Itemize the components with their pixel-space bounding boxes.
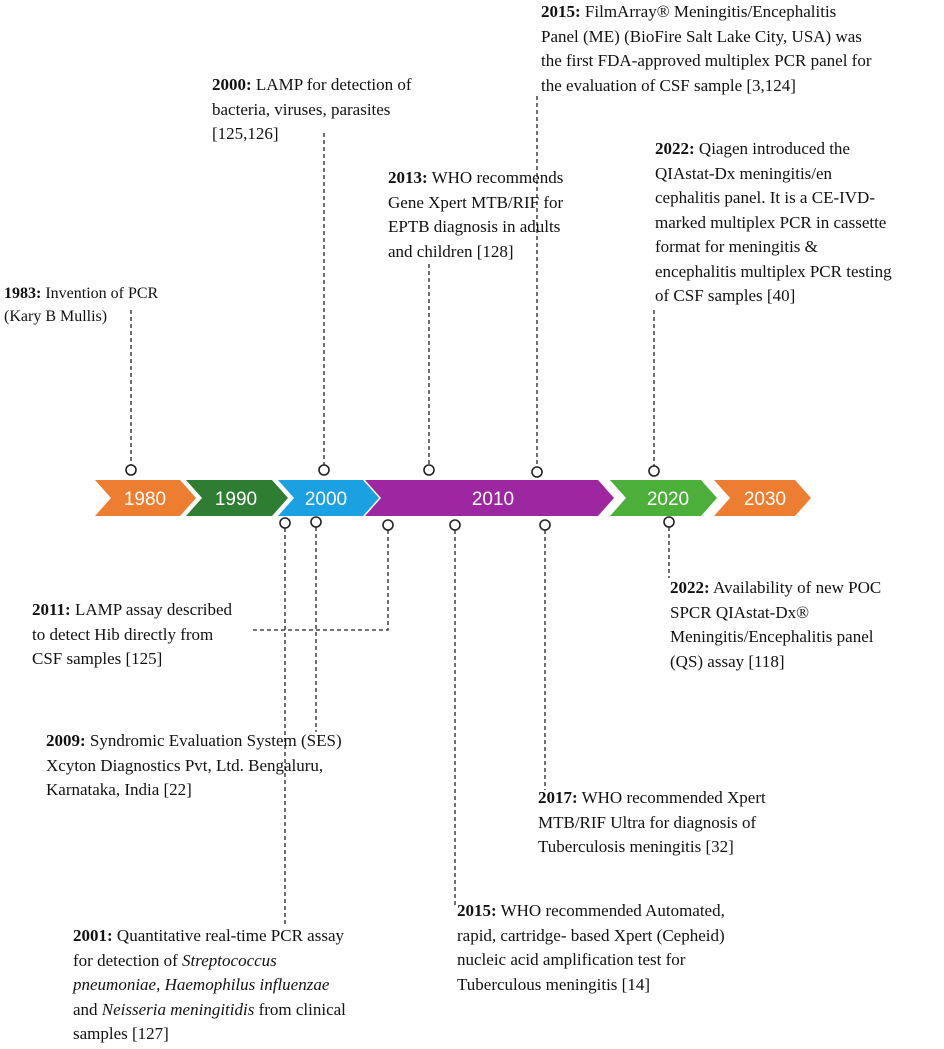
event-2001-sep: , bbox=[156, 975, 165, 994]
event-2001-line5: samples [127] bbox=[73, 1024, 169, 1043]
segment-2020-label: 2020 bbox=[647, 489, 689, 510]
segment-1990 bbox=[186, 480, 288, 516]
event-1983: 1983: Invention of PCR (Kary B Mullis) bbox=[4, 282, 158, 328]
segment-2020 bbox=[610, 480, 717, 516]
connectors-above bbox=[125, 96, 660, 478]
marker-2022b bbox=[663, 516, 675, 528]
event-2015a-line4: the evaluation of CSF sample [3,124] bbox=[541, 75, 796, 95]
event-2022a-line6: encephalitis multiplex PCR testing bbox=[655, 261, 892, 281]
event-1983-line1: Invention of PCR bbox=[41, 285, 159, 302]
segment-2000 bbox=[278, 480, 379, 516]
event-1983-year: 1983: bbox=[4, 285, 42, 302]
event-2015-xpert: 2015: WHO recommended Automated, rapid, … bbox=[457, 899, 725, 997]
event-2011-line3: CSF samples [125] bbox=[32, 649, 163, 668]
marker-2009 bbox=[310, 516, 322, 528]
event-2001-organism-1b: pneumoniae bbox=[73, 975, 157, 994]
event-2017-line3: Tuberculosis meningitis [32] bbox=[538, 837, 734, 856]
event-2009-line1: Syndromic Evaluation System (SES) bbox=[85, 731, 342, 750]
event-2022a-line3: cephalitis panel. It is a CE-IVD- bbox=[655, 188, 875, 207]
timeline-arrow: 1980 1990 2000 2010 2020 2030 bbox=[95, 480, 811, 516]
event-2011-line1: LAMP assay described bbox=[70, 600, 233, 619]
event-2009-year: 2009: bbox=[46, 731, 86, 750]
connectors-below bbox=[252, 516, 675, 925]
event-2015b-line4: Tuberculous meningitis [14] bbox=[457, 974, 650, 994]
event-2000-line1: LAMP for detection of bbox=[251, 75, 412, 94]
event-2013-line3: EPTB diagnosis in adults bbox=[388, 217, 561, 236]
event-2001-organism-3: Neisseria meningitidis bbox=[101, 999, 255, 1019]
event-2011-year: 2011: bbox=[32, 600, 71, 619]
event-2001-organism-1: Streptococcus bbox=[182, 950, 277, 970]
event-2022a-line4: marked multiplex PCR in cassette bbox=[655, 212, 887, 232]
marker-2001 bbox=[279, 517, 291, 529]
segment-1980-label: 1980 bbox=[124, 489, 166, 510]
event-2015a-year: 2015: bbox=[541, 2, 581, 21]
event-2015a-line2: Panel (ME) (BioFire Salt Lake City, USA)… bbox=[541, 26, 862, 46]
event-2009: 2009: Syndromic Evaluation System (SES) … bbox=[46, 729, 342, 803]
event-2000-line3: [125,126] bbox=[212, 124, 279, 143]
event-2013-line2: Gene Xpert MTB/RIF for bbox=[388, 192, 564, 212]
event-2015b-line1: WHO recommended Automated, bbox=[496, 901, 725, 920]
marker-2013 bbox=[423, 464, 435, 476]
marker-2015b bbox=[449, 519, 461, 531]
event-2001-year: 2001: bbox=[73, 926, 113, 945]
event-2009-line2: Xcyton Diagnostics Pvt, Ltd. Bengaluru, bbox=[46, 755, 324, 775]
event-2015b-line2: rapid, cartridge- based Xpert (Cepheid) bbox=[457, 925, 725, 945]
event-2022a-line1: Qiagen introduced the bbox=[694, 139, 850, 158]
event-2017-line2: MTB/RIF Ultra for diagnosis of bbox=[538, 812, 757, 832]
event-2011-line2: to detect Hib directly from bbox=[32, 624, 214, 644]
segment-2010 bbox=[365, 480, 614, 516]
marker-2022a bbox=[648, 465, 660, 477]
event-2001-line1: Quantitative real-time PCR assay bbox=[112, 926, 345, 945]
event-2022b-line3: Meningitis/Encephalitis panel bbox=[670, 627, 874, 646]
event-2015a-line1: FilmArray® Meningitis/Encephalitis bbox=[580, 2, 837, 21]
event-2015b-line3: nucleic acid amplification test for bbox=[457, 950, 686, 969]
event-2000-line2: bacteria, viruses, parasites bbox=[212, 99, 391, 119]
marker-2000 bbox=[318, 464, 330, 476]
segment-1990-label: 1990 bbox=[215, 489, 257, 510]
event-2001-line4b: from clinical bbox=[254, 999, 346, 1019]
segment-2010-label: 2010 bbox=[472, 489, 514, 510]
event-2017-year: 2017: bbox=[538, 788, 578, 807]
event-2013-line4: and children [128] bbox=[388, 241, 514, 261]
event-2022b-line1: Availability of new POC bbox=[709, 578, 882, 597]
event-2022-qiagen: 2022: Qiagen introduced the QIAstat-Dx m… bbox=[655, 137, 892, 309]
event-2015b-year: 2015: bbox=[457, 901, 497, 920]
event-2009-line3: Karnataka, India [22] bbox=[46, 780, 192, 799]
event-1983-line2: (Kary B Mullis) bbox=[4, 308, 108, 325]
event-2017-line1: WHO recommended Xpert bbox=[577, 788, 766, 807]
event-2015-filmarray: 2015: FilmArray® Meningitis/Encephalitis… bbox=[541, 0, 872, 98]
segment-2000-label: 2000 bbox=[305, 489, 347, 510]
event-2022b-year: 2022: bbox=[670, 578, 710, 597]
event-2022b-line4: (QS) assay [118] bbox=[670, 651, 785, 671]
marker-2015a bbox=[531, 466, 543, 478]
event-2022b-line2: SPCR QIAstat-Dx® bbox=[670, 602, 810, 622]
marker-2017 bbox=[539, 519, 551, 531]
segment-2030 bbox=[714, 480, 811, 516]
event-2001-line4a: and bbox=[73, 999, 102, 1019]
event-2013-year: 2013: bbox=[388, 168, 428, 187]
event-2013-line1: WHO recommends bbox=[427, 168, 564, 187]
event-2013: 2013: WHO recommends Gene Xpert MTB/RIF … bbox=[388, 166, 563, 264]
event-2001-organism-2: Haemophilus influenzae bbox=[164, 975, 330, 994]
segment-2030-label: 2030 bbox=[744, 489, 786, 510]
marker-2011 bbox=[382, 519, 394, 531]
event-2000: 2000: LAMP for detection of bacteria, vi… bbox=[212, 73, 412, 147]
connector-2011 bbox=[252, 530, 389, 631]
event-2017: 2017: WHO recommended Xpert MTB/RIF Ultr… bbox=[538, 786, 766, 860]
event-2022-availability: 2022: Availability of new POC SPCR QIAst… bbox=[670, 576, 881, 674]
event-2022a-line5: format for meningitis & bbox=[655, 237, 818, 256]
marker-1983 bbox=[125, 464, 137, 476]
event-2011: 2011: LAMP assay described to detect Hib… bbox=[32, 598, 232, 672]
event-2001: 2001: Quantitative real-time PCR assay f… bbox=[73, 924, 346, 1047]
segment-1980 bbox=[95, 480, 196, 516]
event-2022a-year: 2022: bbox=[655, 139, 695, 158]
event-2022a-line7: of CSF samples [40] bbox=[655, 286, 796, 305]
event-2000-year: 2000: bbox=[212, 75, 252, 94]
event-2001-line2: for detection of bbox=[73, 950, 183, 970]
event-2022a-line2: QIAstat-Dx meningitis/en bbox=[655, 163, 833, 183]
event-2015a-line3: the first FDA-approved multiplex PCR pan… bbox=[541, 51, 872, 70]
